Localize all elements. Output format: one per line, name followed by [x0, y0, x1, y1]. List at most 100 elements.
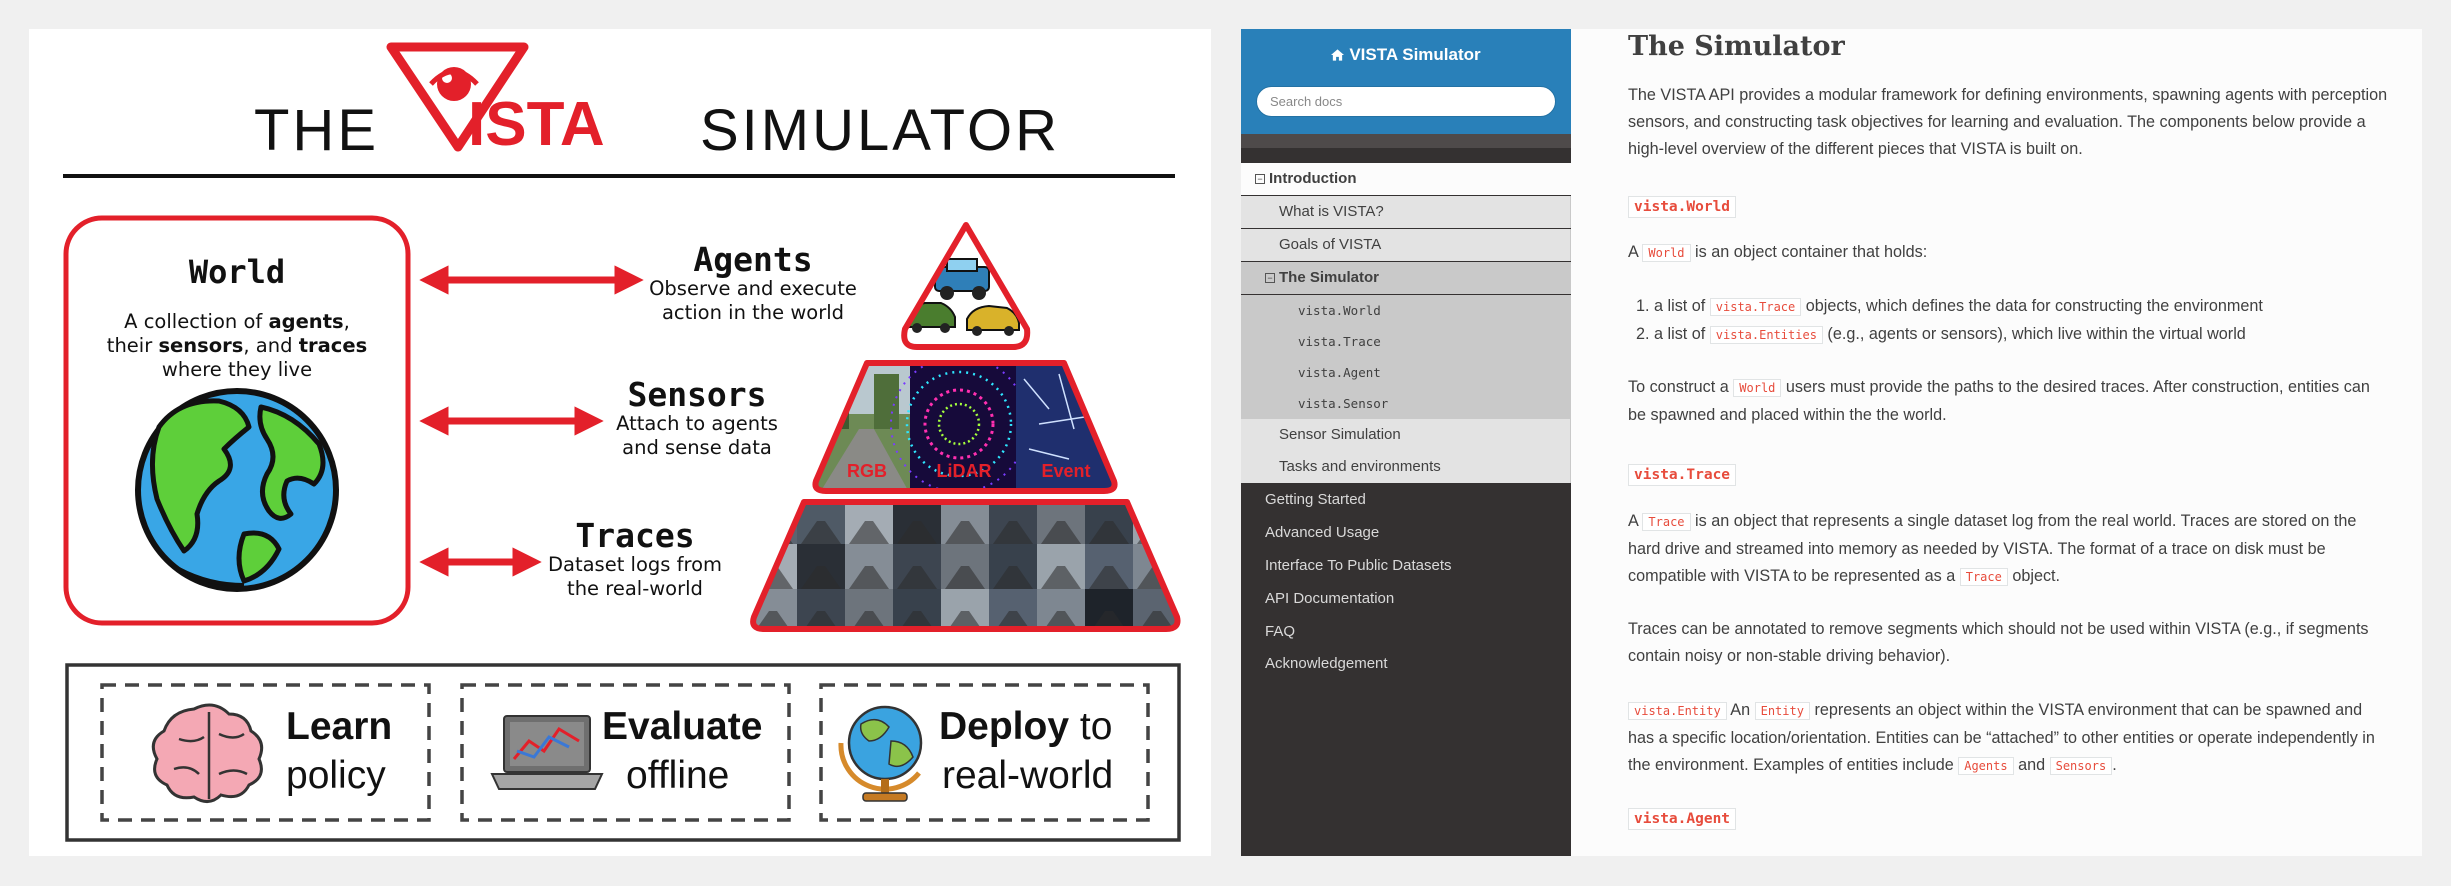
sidebar-item-label: vista.World	[1298, 303, 1381, 318]
sidebar-item-goals-of-vista[interactable]: Goals of VISTA	[1241, 229, 1571, 261]
globe-stand-icon	[838, 705, 923, 802]
deploy-line1: Deploy to	[939, 705, 1112, 748]
traces-heading: Traces	[575, 516, 694, 555]
logo-text: ISTA	[468, 90, 605, 159]
sidebar-item-introduction[interactable]: −Introduction	[1241, 163, 1571, 195]
brand-link[interactable]: VISTA Simulator	[1241, 45, 1571, 65]
vista-overview-figure: THE ISTA SIMULATOR World A collection of…	[29, 29, 1211, 856]
evaluate-box	[460, 683, 791, 822]
sidebar-item-label: vista.Sensor	[1298, 396, 1389, 411]
sidebar-item-label: Interface To Public Datasets	[1265, 557, 1452, 574]
sidebar-item-getting-started[interactable]: Getting Started	[1241, 484, 1571, 516]
sidebar-item-label: Sensor Simulation	[1279, 426, 1401, 443]
inline-code: Entity	[1754, 702, 1810, 720]
inline-code: World	[1642, 244, 1691, 262]
agents-line-2: action in the world	[662, 301, 844, 324]
sensors-line-1: Attach to agents	[616, 412, 778, 435]
learn-line2: policy	[286, 754, 386, 797]
sidebar-item-label: Advanced Usage	[1265, 524, 1380, 541]
traces-pyramid-tier	[750, 499, 1181, 632]
world-description: A collection of agents,their sensors, an…	[107, 310, 367, 381]
inline-code: vista.Trace	[1709, 298, 1802, 316]
world-heading: World	[189, 253, 285, 291]
sidebar-item-label: What is VISTA?	[1279, 203, 1384, 220]
page-title: The Simulator	[1628, 31, 1845, 62]
sidebar-item-label: vista.Trace	[1298, 334, 1381, 349]
world-paragraph: A World is an object container that hold…	[1628, 243, 1928, 262]
sidebar-item-label: Acknowledgement	[1265, 655, 1388, 672]
evaluate-bold: Evaluate	[602, 705, 762, 748]
trace-paragraph: A Trace is an object that represents a s…	[1628, 512, 2357, 586]
sidebar-item-label: API Documentation	[1265, 590, 1395, 607]
agents-pyramid-tier	[901, 222, 1031, 350]
traces-line-2: the real-world	[567, 577, 703, 600]
sidebar-item-label: Introduction	[1269, 170, 1357, 187]
sidebar-item-advanced-usage[interactable]: Advanced Usage	[1241, 517, 1571, 549]
earth-globe-icon	[135, 388, 339, 592]
sensors-line-2: and sense data	[622, 436, 772, 459]
evaluate-line2: offline	[626, 754, 729, 797]
inline-code: vista.Entities	[1709, 326, 1823, 344]
sidebar-item-tasks-and-environments[interactable]: Tasks and environments	[1241, 451, 1571, 483]
vista-logo: ISTA	[386, 42, 605, 159]
sidebar-item-vista-sensor[interactable]: vista.Sensor	[1241, 388, 1571, 420]
trace-signature: vista.Trace	[1628, 464, 1737, 486]
sidebar-item-label: Goals of VISTA	[1279, 236, 1382, 253]
traces-line-1: Dataset logs from	[548, 553, 722, 576]
sidebar-divider	[1241, 134, 1571, 148]
collapse-toggle-icon[interactable]: −	[1255, 174, 1265, 184]
inline-code: Trace	[1959, 568, 2008, 586]
title-simulator: SIMULATOR	[700, 98, 1060, 163]
inline-code: Sensors	[2049, 757, 2113, 775]
sidebar-item-vista-trace[interactable]: vista.Trace	[1241, 326, 1571, 358]
sidebar-item-acknowledgement[interactable]: Acknowledgement	[1241, 648, 1571, 680]
entity-paragraph: vista.Entity An Entity represents an obj…	[1628, 701, 2375, 775]
sensor-label-lidar: LiDAR	[937, 461, 992, 481]
sidebar-item-the-simulator[interactable]: −The Simulator	[1241, 262, 1571, 294]
sidebar-item-vista-world[interactable]: vista.World	[1241, 295, 1571, 327]
world-signature: vista.World	[1628, 196, 1737, 218]
sidebar-item-faq[interactable]: FAQ	[1241, 616, 1571, 648]
sidebar-item-label: vista.Agent	[1298, 365, 1381, 380]
learn-box	[100, 683, 431, 822]
sidebar-item-what-is-vista[interactable]: What is VISTA?	[1241, 196, 1571, 228]
learn-bold: Learn	[286, 705, 392, 748]
sidebar-item-interface-to-public-datasets[interactable]: Interface To Public Datasets	[1241, 550, 1571, 582]
agents-line-1: Observe and execute	[649, 277, 857, 300]
intro-paragraph: The VISTA API provides a modular framewo…	[1628, 86, 2388, 158]
sidebar-header: VISTA Simulator	[1241, 29, 1571, 134]
sidebar-item-label: Tasks and environments	[1279, 458, 1441, 475]
sensors-heading: Sensors	[627, 375, 766, 414]
brand-label: VISTA Simulator	[1349, 45, 1481, 64]
inline-code: Trace	[1642, 513, 1691, 531]
deploy-box	[819, 683, 1150, 822]
agent-signature: vista.Agent	[1628, 808, 1737, 830]
collapse-toggle-icon[interactable]: −	[1265, 273, 1275, 283]
search-input[interactable]	[1256, 86, 1556, 117]
brain-icon	[151, 703, 264, 803]
sensors-pyramid-tier: RGB LiDAR Event	[812, 360, 1118, 494]
deploy-line2: real-world	[942, 754, 1113, 797]
sidebar-item-label: FAQ	[1265, 623, 1296, 640]
list-item: a list of vista.Trace objects, which def…	[1654, 293, 2388, 321]
sidebar-item-api-documentation[interactable]: API Documentation	[1241, 583, 1571, 615]
world-construct-paragraph: To construct a World users must provide …	[1628, 378, 2370, 424]
inline-code: World	[1733, 379, 1782, 397]
sidebar-item-label: The Simulator	[1279, 269, 1380, 286]
list-item: a list of vista.Entities (e.g., agents o…	[1654, 321, 2388, 349]
yellow-car-icon	[966, 304, 1020, 336]
inline-code: Agents	[1958, 757, 2014, 775]
sidebar-item-vista-agent[interactable]: vista.Agent	[1241, 357, 1571, 389]
inline-code: vista.Entity	[1628, 702, 1727, 720]
sidebar-item-sensor-simulation[interactable]: Sensor Simulation	[1241, 419, 1571, 451]
trace-annotation-paragraph: Traces can be annotated to remove segmen…	[1628, 620, 2369, 665]
sensor-label-rgb: RGB	[847, 461, 887, 481]
title-the: THE	[254, 98, 379, 163]
agents-heading: Agents	[693, 240, 812, 279]
sidebar-item-label: Getting Started	[1265, 491, 1366, 508]
sensor-label-event: Event	[1041, 461, 1090, 481]
main-content: The Simulator The VISTA API provides a m…	[1628, 29, 2388, 856]
world-list: a list of vista.Trace objects, which def…	[1628, 293, 2388, 349]
